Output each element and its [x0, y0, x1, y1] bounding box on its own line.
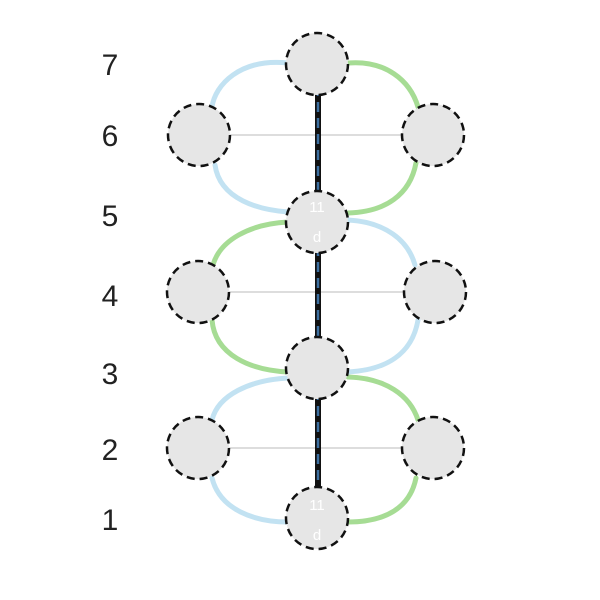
node-row2-right	[400, 415, 466, 481]
arc-green-top-right-upper	[345, 60, 421, 110]
row-label-7: 7	[102, 49, 119, 82]
node-row2-left	[165, 415, 231, 481]
arc-blue-bottom-left-lower	[209, 475, 291, 525]
arc-blue-top-left-lower	[212, 162, 291, 215]
node-row4-left	[165, 259, 231, 325]
row-label-5: 5	[102, 200, 119, 233]
node-row5-center	[284, 189, 350, 255]
arc-blue-mid-right-upper	[345, 217, 418, 268]
row-label-1: 1	[102, 504, 119, 537]
arc-green-mid-left-upper	[210, 219, 291, 268]
arc-green-top-right-lower	[345, 160, 419, 216]
row-label-3: 3	[102, 358, 119, 391]
node-row3-center	[284, 335, 350, 401]
arc-green-bottom-right-lower	[345, 475, 419, 525]
node-row1-text-line2: d	[313, 527, 321, 544]
node-row1-center	[284, 485, 350, 551]
row-label-2: 2	[102, 434, 119, 467]
node-row6-right	[400, 102, 466, 168]
nodes	[165, 31, 468, 551]
node-row4-right	[402, 259, 468, 325]
node-row5-text-line2: d	[313, 229, 321, 246]
node-row5-text-line1: 11	[309, 199, 325, 216]
arc-blue-top-left-upper	[209, 59, 291, 110]
row-labels: 7 6 5 4 3 2 1	[102, 49, 119, 537]
arc-blue-bottom-left-upper	[209, 375, 291, 423]
arc-green-bottom-right-upper	[345, 374, 421, 423]
row-label-4: 4	[102, 280, 119, 313]
node-row6-left	[166, 102, 232, 168]
arc-blue-mid-right-lower	[345, 317, 421, 375]
row-label-6: 6	[102, 120, 119, 153]
arcs	[209, 59, 421, 525]
arc-green-mid-left-lower	[209, 317, 291, 375]
node-texts: 11 d 11 d	[309, 199, 325, 544]
node-row7-center	[284, 31, 350, 97]
node-row1-text-line1: 11	[309, 497, 325, 514]
